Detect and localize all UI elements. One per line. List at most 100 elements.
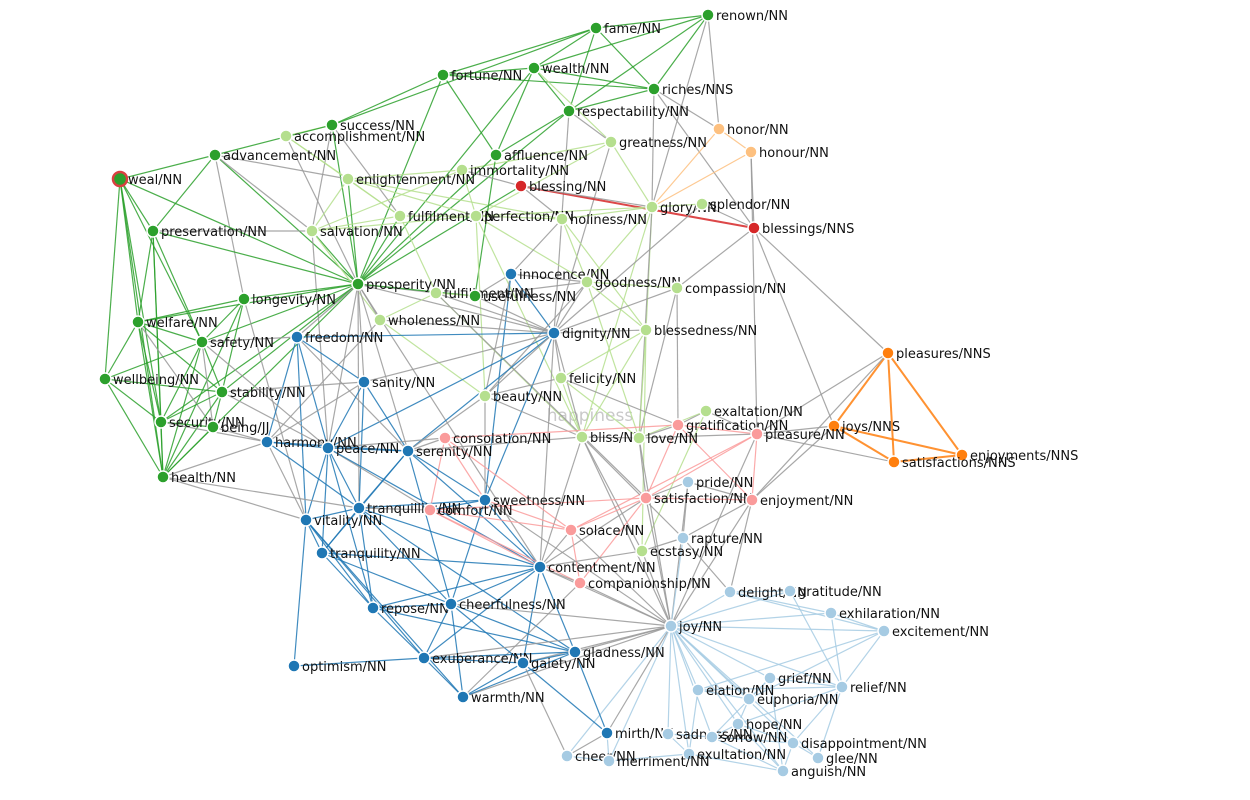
node-satisfactions[interactable]: satisfactions/NNS [887,455,1016,471]
node-dot-joys[interactable] [827,419,841,433]
node-greatness[interactable]: greatness/NN [604,135,707,151]
node-wellbeing[interactable]: wellbeing/NN [98,372,199,388]
node-cheerfulness[interactable]: cheerfulness/NN [444,597,566,613]
node-contentment[interactable]: contentment/NN [533,560,656,576]
node-perfection[interactable]: perfection/NN [469,209,574,225]
node-gratification[interactable]: gratification/NN [671,418,788,434]
node-blessedness[interactable]: blessedness/NN [639,323,757,339]
node-sweetness[interactable]: sweetness/NN [478,493,585,509]
node-optimism[interactable]: optimism/NN [287,659,386,675]
node-fame[interactable]: fame/NN [589,21,661,37]
node-dot-exhilaration[interactable] [824,606,838,620]
node-dot-pleasures[interactable] [881,346,895,360]
node-dot-relief[interactable] [835,680,849,694]
node-dot-cheerfulness[interactable] [444,597,458,611]
node-health[interactable]: health/NN [156,470,236,486]
node-dot-salvation[interactable] [305,224,319,238]
node-dot-grief[interactable] [763,671,777,685]
node-dot-safety[interactable] [195,335,209,349]
node-dot-companionship[interactable] [573,576,587,590]
node-dot-disappointment[interactable] [786,736,800,750]
node-advancement[interactable]: advancement/NN [208,148,336,164]
node-dot-fortune[interactable] [436,68,450,82]
node-dot-prosperity[interactable] [351,277,365,291]
node-stability[interactable]: stability/NN [215,385,306,401]
node-dot-elation[interactable] [691,683,705,697]
node-dot-wealth[interactable] [527,61,541,75]
node-dot-merriment[interactable] [602,754,616,768]
node-success[interactable]: success/NN [325,118,415,134]
node-accomplishment[interactable]: accomplishment/NN [279,129,425,145]
node-dot-enjoyments[interactable] [955,448,969,462]
node-dot-cheer[interactable] [560,749,574,763]
node-joys[interactable]: joys/NNS [827,419,900,435]
node-dot-blessings[interactable] [747,221,761,235]
node-dot-stability[interactable] [215,385,229,399]
node-enjoyments[interactable]: enjoyments/NNS [955,448,1078,464]
node-dot-felicity[interactable] [554,371,568,385]
node-dot-usefulness[interactable] [468,289,482,303]
node-dot-solace[interactable] [564,523,578,537]
node-usefulness[interactable]: usefulness/NN [468,289,576,305]
node-dot-greatness[interactable] [604,135,618,149]
node-fulfillment[interactable]: fulfillment/NN [429,286,534,302]
node-splendor[interactable]: splendor/NN [695,197,790,213]
node-elation[interactable]: elation/NN [691,683,774,699]
node-merriment[interactable]: merriment/NN [602,754,710,770]
node-dot-exultation[interactable] [682,747,696,761]
node-pleasure[interactable]: pleasure/NN [750,427,845,443]
node-dot-joy[interactable] [664,619,678,633]
node-gratitude[interactable]: gratitude/NN [783,584,882,600]
node-dot-sanity[interactable] [357,375,371,389]
node-dot-riches[interactable] [647,82,661,96]
node-peace[interactable]: peace/NN [321,441,399,457]
node-dot-honor[interactable] [712,122,726,136]
node-gladness[interactable]: gladness/NN [568,645,665,661]
node-glee[interactable]: glee/NN [811,751,878,767]
node-dot-success[interactable] [325,118,339,132]
node-dot-enlightenment[interactable] [341,172,355,186]
node-felicity[interactable]: felicity/NN [554,371,636,387]
node-blessing[interactable]: blessing/NN [514,179,606,195]
node-safety[interactable]: safety/NN [195,335,274,351]
node-consolation[interactable]: consolation/NN [438,431,551,447]
node-wealth[interactable]: wealth/NN [527,61,609,77]
node-euphoria[interactable]: euphoria/NN [742,692,838,708]
node-dot-enjoyment[interactable] [745,493,759,507]
node-warmth[interactable]: warmth/NN [456,690,545,706]
node-dot-holiness[interactable] [555,212,569,226]
node-pride[interactable]: pride/NN [681,475,753,491]
node-dot-ecstasy[interactable] [635,544,649,558]
node-beauty[interactable]: beauty/NN [478,389,562,405]
node-dot-gaiety[interactable] [516,656,530,670]
node-dot-perfection[interactable] [469,209,483,223]
node-freedom[interactable]: freedom/NN [290,330,383,346]
node-dot-peace[interactable] [321,441,335,455]
node-dot-gladness[interactable] [568,645,582,659]
node-solace[interactable]: solace/NN [564,523,644,539]
node-enjoyment[interactable]: enjoyment/NN [745,493,853,509]
node-relief[interactable]: relief/NN [835,680,907,696]
node-dot-wellbeing[interactable] [98,372,112,386]
node-serenity[interactable]: serenity/NN [401,444,492,460]
node-dot-honour[interactable] [744,145,758,159]
node-dot-preservation[interactable] [146,224,160,238]
node-dot-consolation[interactable] [438,431,452,445]
node-dot-splendor[interactable] [695,197,709,211]
node-hope[interactable]: hope/NN [731,717,802,733]
node-dot-affluence[interactable] [489,148,503,162]
node-dot-exaltation[interactable] [699,404,713,418]
node-joy[interactable]: joy/NN [664,619,722,635]
node-welfare[interactable]: welfare/NN [131,315,218,331]
node-fortune[interactable]: fortune/NN [436,68,522,84]
node-honor[interactable]: honor/NN [712,122,789,138]
node-riches[interactable]: riches/NNS [647,82,733,98]
node-dot-fulfilment[interactable] [393,209,407,223]
node-dot-freedom[interactable] [290,330,304,344]
node-innocence[interactable]: innocence/NN [504,267,609,283]
node-dot-rapture[interactable] [676,531,690,545]
node-dot-optimism[interactable] [287,659,301,673]
node-tranquility[interactable]: tranquility/NN [315,546,421,562]
node-salvation[interactable]: salvation/NN [305,224,403,240]
node-ecstasy[interactable]: ecstasy/NN [635,544,723,560]
